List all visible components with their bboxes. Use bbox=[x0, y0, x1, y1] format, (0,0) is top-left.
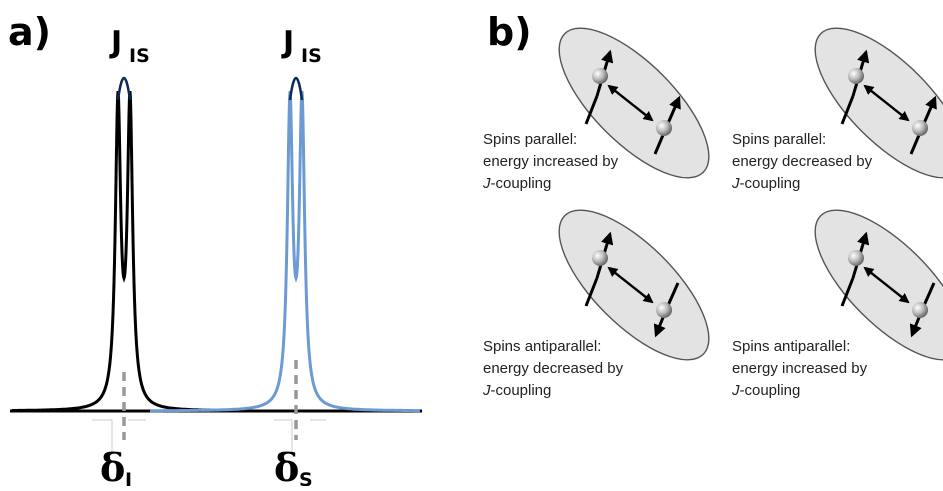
caption-4-line3: J-coupling bbox=[731, 382, 800, 399]
spin-pair-diagram-2 bbox=[814, 27, 943, 179]
faint-marker-left bbox=[92, 419, 146, 452]
coupling-arrow bbox=[863, 84, 910, 122]
nucleus-sphere-icon bbox=[656, 120, 672, 136]
coupling-label-s: J bbox=[281, 25, 294, 60]
caption-3-line2: energy decreased by bbox=[483, 360, 624, 377]
spectrum-s bbox=[150, 90, 420, 413]
nucleus-sphere-icon bbox=[848, 250, 864, 266]
caption-2-line3: J-coupling bbox=[731, 175, 800, 192]
nucleus-sphere-icon bbox=[912, 302, 928, 318]
coupling-bracket-i bbox=[116, 76, 132, 101]
shift-label-i-sub: I bbox=[125, 469, 132, 486]
panel-b: b) Spins parallel: energy increased by J… bbox=[482, 10, 943, 399]
panel-a-label: a) bbox=[8, 10, 51, 54]
spin-arrow-tail bbox=[584, 95, 599, 125]
nucleus-sphere-icon bbox=[656, 302, 672, 318]
spectrum-i bbox=[12, 90, 232, 412]
caption-4-line1: Spins antiparallel: bbox=[732, 338, 850, 355]
shift-label-s-sub: S bbox=[299, 469, 313, 486]
coupling-arrow bbox=[607, 84, 654, 122]
coupling-arrow bbox=[607, 266, 654, 304]
spin-arrow-tail bbox=[584, 277, 599, 307]
nucleus-sphere-icon bbox=[592, 250, 608, 266]
caption-1-line1: Spins parallel: bbox=[483, 131, 577, 148]
coupling-label-s-sub: IS bbox=[301, 45, 322, 67]
spin-pair-diagram-3 bbox=[558, 209, 710, 361]
coupling-arrow bbox=[863, 266, 910, 304]
caption-3-line3: J-coupling bbox=[482, 382, 551, 399]
shift-label-i: δ bbox=[100, 445, 125, 486]
spin-pair-diagram-1 bbox=[558, 27, 710, 179]
coupling-label-i-sub: IS bbox=[129, 45, 150, 67]
panel-a: a) J IS J IS δ I δ S bbox=[8, 10, 422, 491]
panel-b-label: b) bbox=[487, 10, 532, 54]
spin-pair-diagram-4 bbox=[814, 209, 943, 361]
nucleus-sphere-icon bbox=[912, 120, 928, 136]
caption-3-line1: Spins antiparallel: bbox=[483, 338, 601, 355]
coupling-bracket-s bbox=[288, 76, 304, 101]
caption-1-line2: energy increased by bbox=[483, 153, 619, 170]
coupling-label-i: J bbox=[109, 25, 122, 60]
caption-2-line1: Spins parallel: bbox=[732, 131, 826, 148]
caption-1-line3: J-coupling bbox=[482, 175, 551, 192]
coupling-ellipse bbox=[814, 27, 943, 179]
caption-4-line2: energy increased by bbox=[732, 360, 868, 377]
nucleus-sphere-icon bbox=[848, 68, 864, 84]
spin-arrow-tail bbox=[840, 277, 855, 307]
coupling-ellipse bbox=[558, 27, 710, 179]
spin-arrow-tail bbox=[840, 95, 855, 125]
shift-label-s: δ bbox=[274, 445, 299, 486]
nucleus-sphere-icon bbox=[592, 68, 608, 84]
faint-marker-right bbox=[274, 419, 326, 452]
caption-2-line2: energy decreased by bbox=[732, 153, 873, 170]
